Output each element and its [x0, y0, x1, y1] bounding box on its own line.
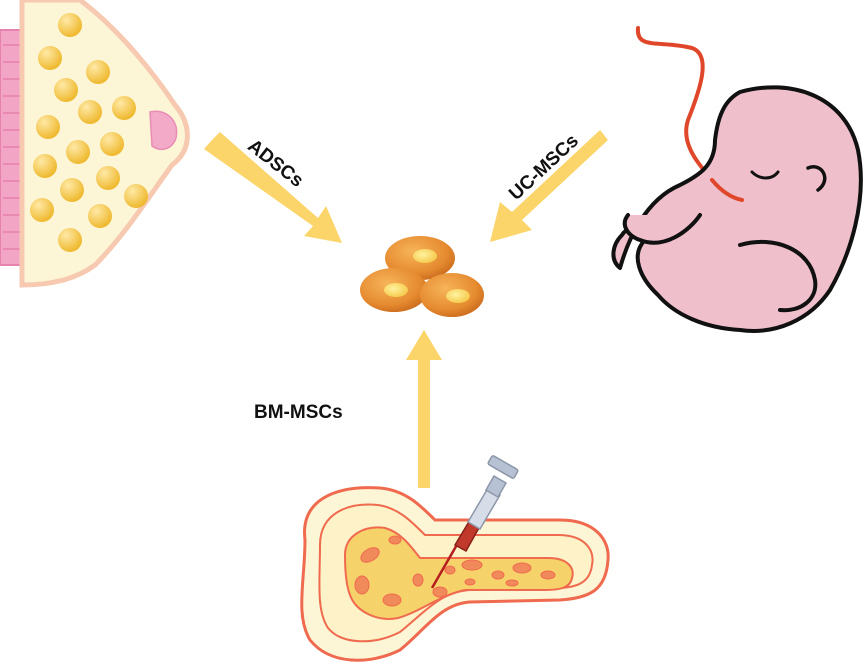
arrows	[204, 130, 608, 488]
label-bm-mscs: BM-MSCs	[254, 402, 343, 423]
marrow-cavity	[343, 526, 574, 620]
chest-wall-ribs	[3, 44, 20, 250]
fetus-leg	[738, 239, 818, 313]
fetus-ear	[806, 165, 827, 192]
syringe-icon	[430, 455, 519, 589]
arrow-adscs	[204, 132, 342, 243]
trabecular-holes	[354, 535, 556, 607]
stem-cell-cluster	[360, 236, 484, 317]
fetus-body	[611, 85, 863, 333]
arrow-uc-mscs	[490, 130, 608, 242]
arrow-bm-mscs	[406, 330, 442, 488]
fetus-illustration	[611, 26, 863, 333]
adipose-tissue-illustration	[0, 0, 190, 288]
nipple	[149, 110, 178, 151]
fat-globules	[30, 13, 148, 252]
bone-marrow-illustration	[300, 455, 610, 662]
fetus-arm	[622, 213, 702, 245]
fetus-eye	[750, 170, 780, 180]
